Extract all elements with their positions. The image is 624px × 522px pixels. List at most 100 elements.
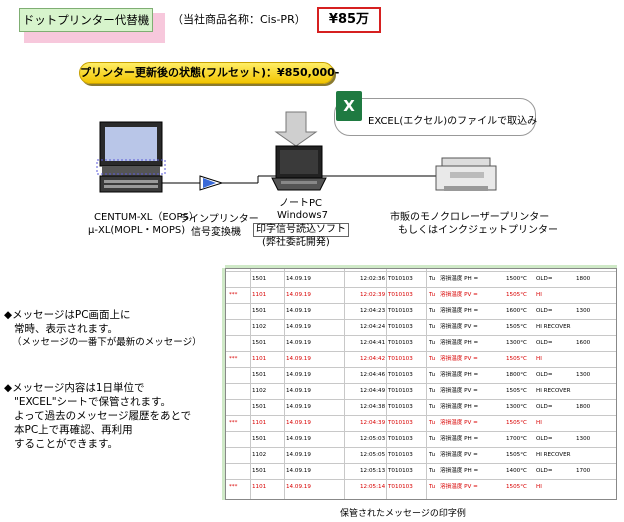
log-tag: T010103 xyxy=(388,420,413,426)
log-no: 1501 xyxy=(252,276,267,282)
log-time: 12:04:23 xyxy=(360,308,386,314)
log-time: 12:05:05 xyxy=(360,452,386,458)
log-time: 12:02:36 xyxy=(360,276,386,282)
log-tag: T010103 xyxy=(388,308,413,314)
pc-label-line2: Windows7 xyxy=(277,210,329,221)
log-flag: *** xyxy=(229,356,238,362)
state-banner: プリンター更新後の状態(フルセット)：¥850,000- xyxy=(79,62,339,84)
pc-label-line1: ノートPC xyxy=(279,198,323,209)
log-no: 1102 xyxy=(252,452,267,458)
log-time: 12:04:39 xyxy=(360,420,386,426)
log-date: 14.09.19 xyxy=(286,308,311,314)
converter-label-line2: 信号変換機 xyxy=(191,227,241,238)
log-u: Tu xyxy=(429,356,436,362)
log-no: 1102 xyxy=(252,388,267,394)
log-u: Tu xyxy=(429,468,436,474)
log-time: 12:05:13 xyxy=(360,468,386,474)
log-u: Tu xyxy=(429,436,436,442)
log-label: 溶損温度 PH = xyxy=(440,468,479,474)
note2-line2: "EXCEL"シートで保管されます。 xyxy=(14,396,171,408)
excel-callout-text: EXCEL(エクセル)のファイルで取込み xyxy=(368,116,538,127)
note2-line3: よって過去のメッセージ履歴をあとで xyxy=(14,410,192,422)
log-u: Tu xyxy=(429,292,436,298)
log-time: 12:05:03 xyxy=(360,436,386,442)
page-title: ドットプリンター代替機 xyxy=(19,8,153,32)
log-label: 溶損温度 PV = xyxy=(440,452,478,458)
log-val: 1505°C xyxy=(506,388,527,394)
log-tag: T010103 xyxy=(388,276,413,282)
log-date: 14.09.19 xyxy=(286,372,311,378)
log-date: 14.09.19 xyxy=(286,388,311,394)
log-label: 溶損温度 PV = xyxy=(440,484,478,490)
centum-label-line2: μ-XL(MOPL・MOPS) xyxy=(88,225,186,236)
log-tag: T010103 xyxy=(388,356,413,362)
log-label: 溶損温度 PV = xyxy=(440,388,478,394)
signal-converter-icon xyxy=(199,175,224,191)
log-date: 14.09.19 xyxy=(286,484,311,490)
log-tag: T010103 xyxy=(388,452,413,458)
pc-label-line3: 印字信号読込ソフト xyxy=(253,223,349,237)
log-flag: *** xyxy=(229,484,238,490)
log-val: 1505°C xyxy=(506,324,527,330)
log-label: 溶損温度 PH = xyxy=(440,404,479,410)
log-st: HI xyxy=(536,356,542,362)
log-st: HI xyxy=(536,292,542,298)
log-old: 1800 xyxy=(576,404,591,410)
log-val: 1300°C xyxy=(506,340,527,346)
column-divider xyxy=(284,269,285,499)
log-time: 12:04:42 xyxy=(360,356,386,362)
import-arrow xyxy=(274,111,318,147)
log-label: 溶損温度 PH = xyxy=(440,436,479,442)
log-u: Tu xyxy=(429,276,436,282)
printer-label-line1: 市販のモノクロレーザープリンター xyxy=(390,212,550,223)
log-val: 1700°C xyxy=(506,436,527,442)
log-old: 1600 xyxy=(576,340,591,346)
log-no: 1501 xyxy=(252,308,267,314)
log-label: 溶損温度 PV = xyxy=(440,292,478,298)
price-badge: ¥85万 xyxy=(317,7,381,33)
notebook-pc-icon xyxy=(271,145,327,191)
log-date: 14.09.19 xyxy=(286,420,311,426)
log-date: 14.09.19 xyxy=(286,404,311,410)
log-label: 溶損温度 PH = xyxy=(440,372,479,378)
log-date: 14.09.19 xyxy=(286,276,311,282)
converter-label-line1: ラインプリンター xyxy=(179,214,259,225)
note1-line1: ◆メッセージはPC画面上に xyxy=(4,309,131,321)
log-tag: T010103 xyxy=(388,404,413,410)
note2-line1: ◆メッセージ内容は1日単位で xyxy=(4,382,145,394)
log-no: 1501 xyxy=(252,436,267,442)
centum-label-line1: CENTUM-XL（EOPS） xyxy=(94,212,199,223)
log-time: 12:04:24 xyxy=(360,324,386,330)
pc-label-line4: (弊社委託開発) xyxy=(262,237,330,248)
laser-printer-icon xyxy=(435,157,497,191)
note1-line3: （メッセージの一番下が最新のメッセージ） xyxy=(12,337,202,348)
log-no: 1102 xyxy=(252,324,267,330)
log-date: 14.09.19 xyxy=(286,436,311,442)
log-time: 12:04:41 xyxy=(360,340,386,346)
log-old: 1300 xyxy=(576,436,591,442)
log-date: 14.09.19 xyxy=(286,468,311,474)
log-st: HI RECOVER xyxy=(536,324,571,330)
log-tag: T010103 xyxy=(388,340,413,346)
log-no: 1501 xyxy=(252,468,267,474)
log-label: 溶損温度 PH = xyxy=(440,340,479,346)
printout-caption: 保管されたメッセージの印字例 xyxy=(340,509,466,519)
log-label: 溶損温度 PH = xyxy=(440,276,479,282)
note2-line5: することができます。 xyxy=(14,438,118,450)
log-val: 1505°C xyxy=(506,292,527,298)
log-st: HI RECOVER xyxy=(536,452,571,458)
log-val: 1600°C xyxy=(506,308,527,314)
log-u: Tu xyxy=(429,308,436,314)
column-divider xyxy=(386,269,387,499)
log-u: Tu xyxy=(429,324,436,330)
log-st: HI xyxy=(536,484,542,490)
